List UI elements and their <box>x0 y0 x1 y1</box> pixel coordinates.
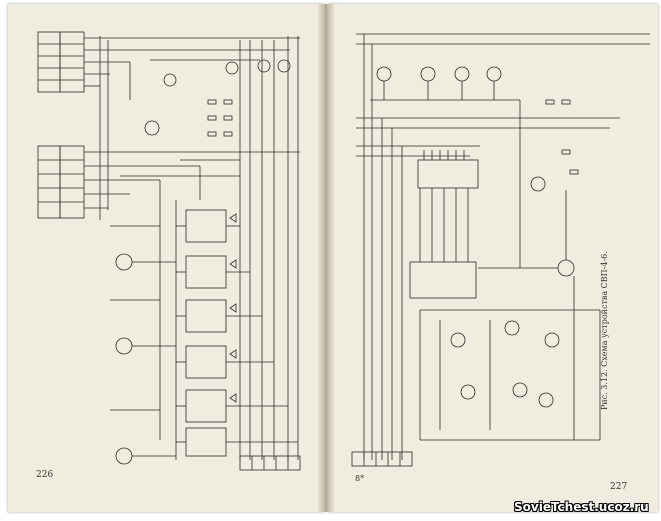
left-page-number: 226 <box>36 470 54 480</box>
terminal-block-top <box>37 31 61 93</box>
book-gutter <box>318 4 334 512</box>
figure-caption: Рис. 3.12. Схема устройства СВП-4-6. <box>600 251 609 410</box>
right-page-number: 227 <box>610 482 628 492</box>
right-page <box>328 4 658 512</box>
left-page <box>8 4 324 512</box>
ic-block-upper <box>417 159 479 189</box>
terminal-block-middle <box>37 145 61 219</box>
watermark-text: SovieTchest.ucoz.ru <box>514 500 649 514</box>
figure-marker: 8* <box>355 474 365 483</box>
ic-block-lower <box>409 261 477 299</box>
